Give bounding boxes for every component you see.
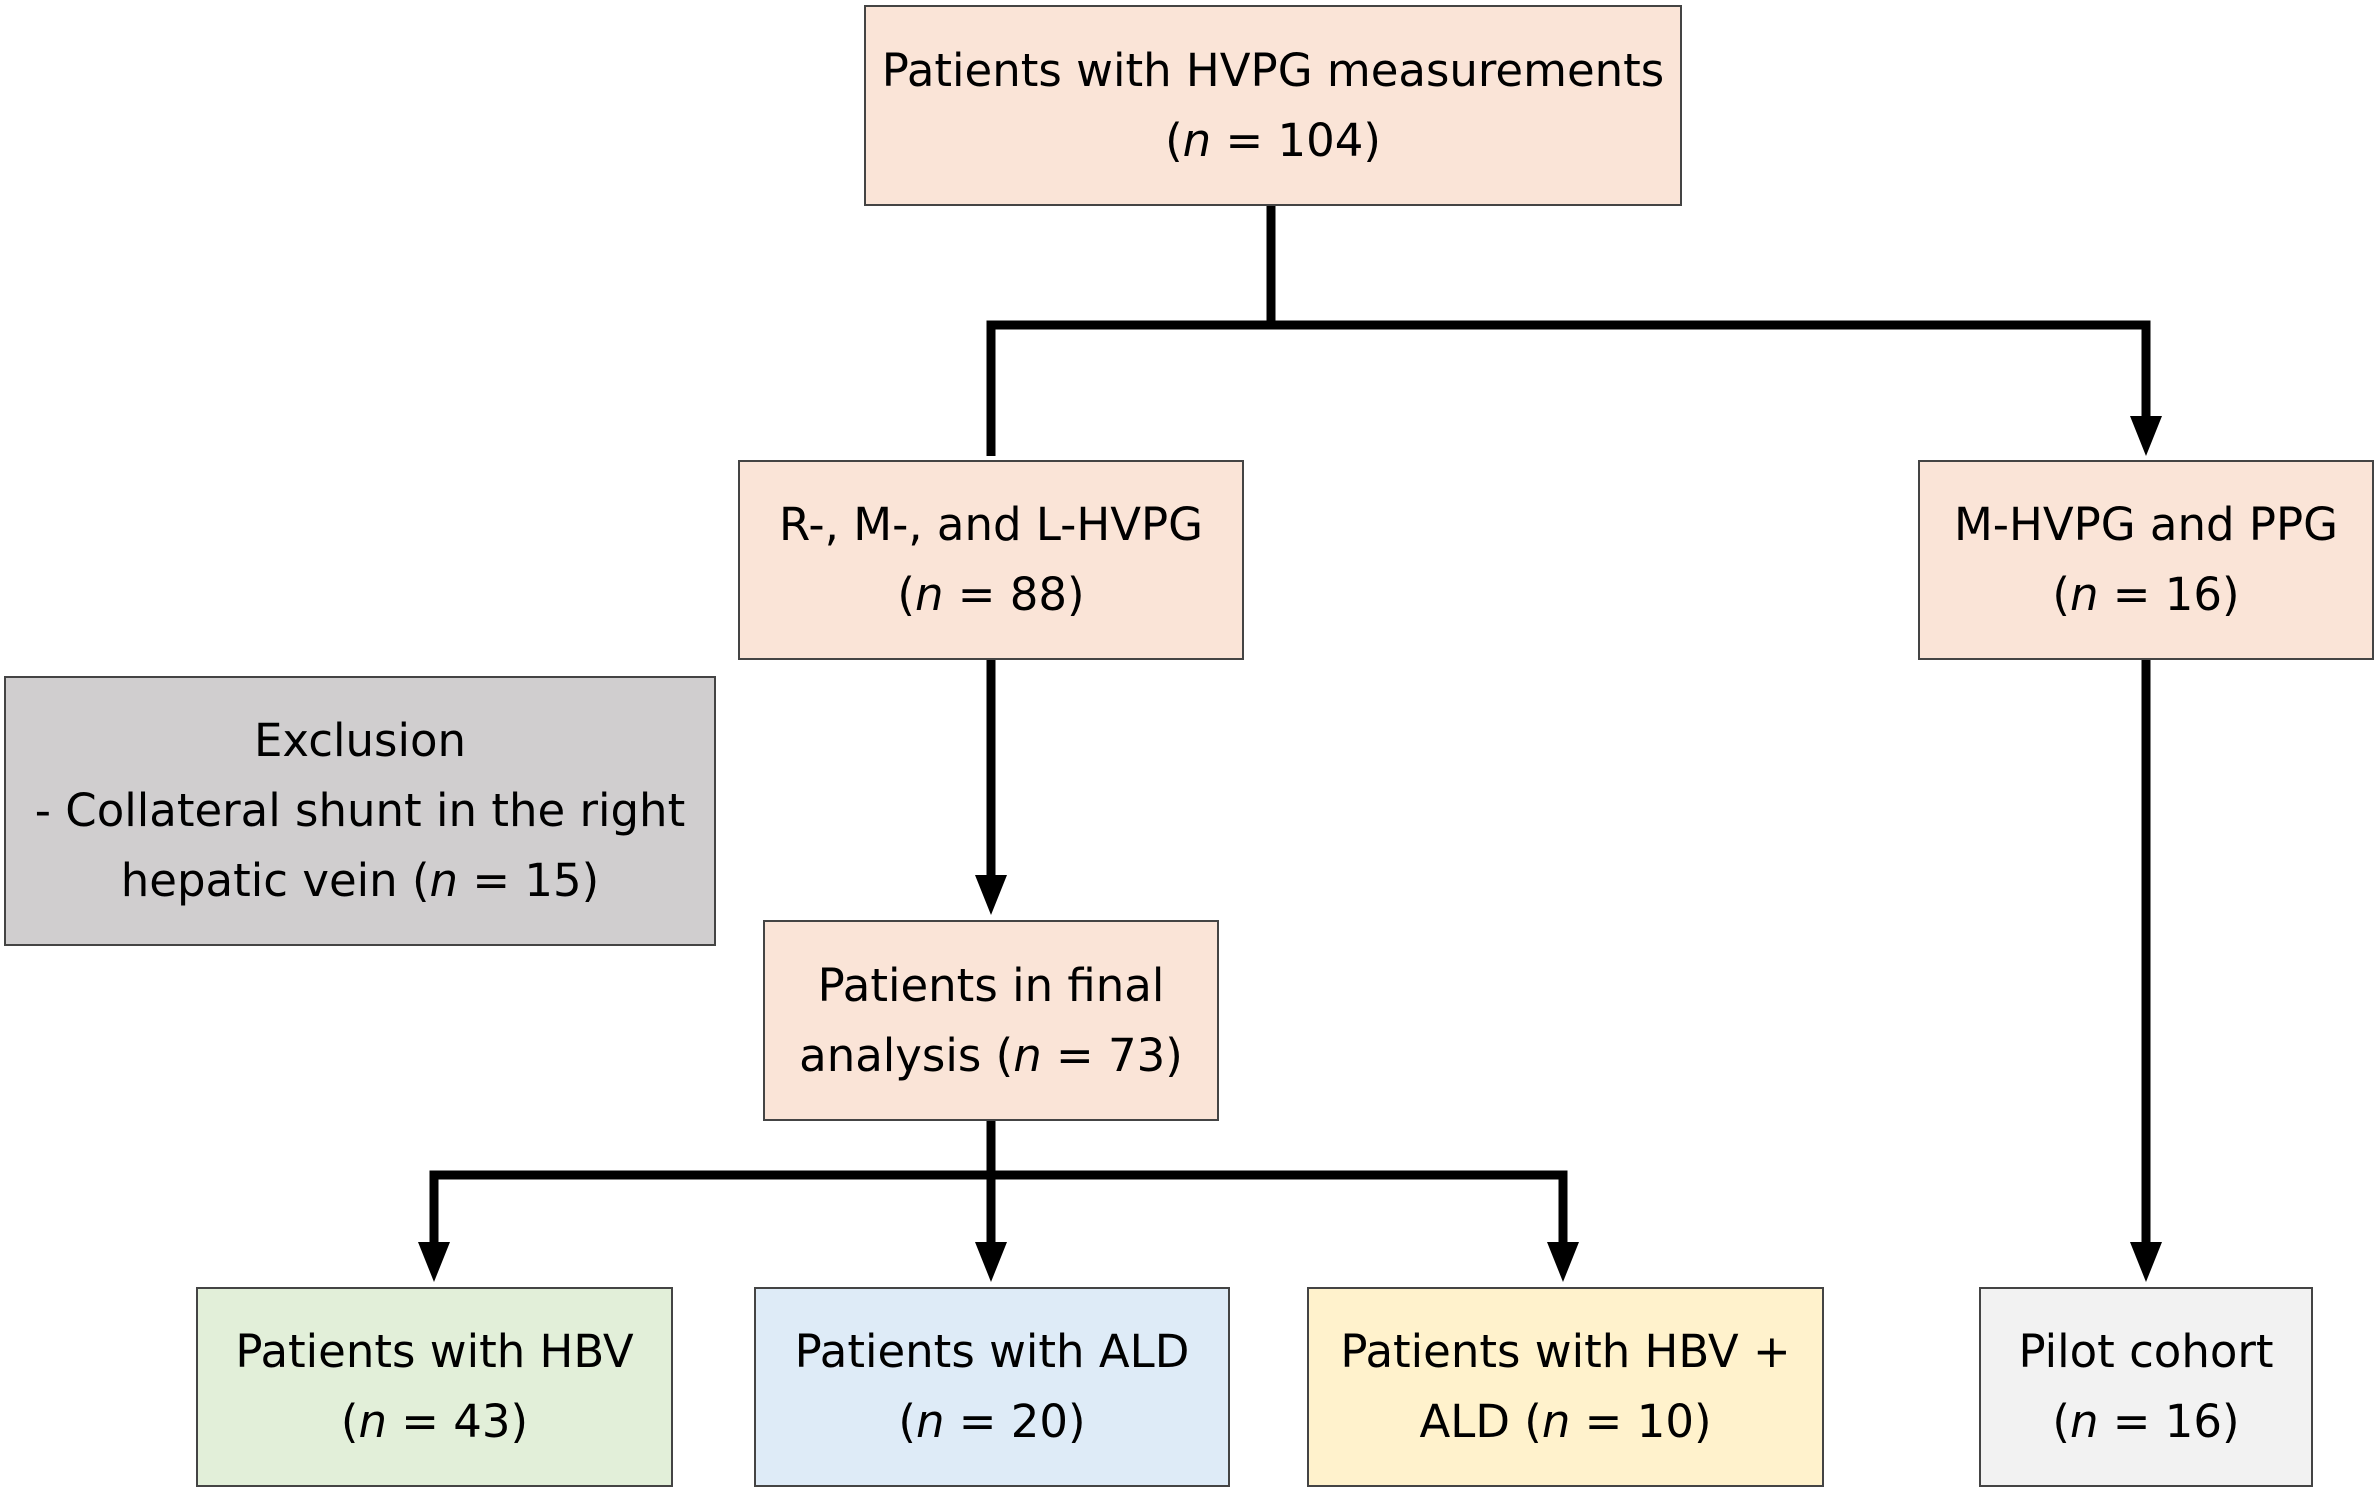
node-ald: Patients with ALD (n = 20)	[754, 1287, 1230, 1487]
node-final-analysis-label: Patients in final	[817, 958, 1165, 1012]
arrowhead-to-final	[975, 875, 1007, 915]
node-exclusion-count: hepatic vein (n = 15)	[120, 854, 600, 907]
node-pilot-cohort-count: (n = 16)	[2052, 1395, 2240, 1448]
node-rml-hvpg: R-, M-, and L-HVPG (n = 88)	[738, 460, 1244, 660]
node-all-patients: Patients with HVPG measurements (n = 104…	[864, 5, 1682, 206]
node-mhvpg-ppg: M-HVPG and PPG (n = 16)	[1918, 460, 2374, 660]
connector-bottom-split	[429, 1170, 1568, 1243]
node-all-patients-count: (n = 104)	[1165, 113, 1381, 167]
node-hbv-count: (n = 43)	[340, 1395, 529, 1448]
node-pilot-cohort-label: Pilot cohort	[2018, 1325, 2274, 1378]
arrowhead-to-hbv	[418, 1242, 450, 1282]
node-hbv-ald: Patients with HBV + ALD (n = 10)	[1307, 1287, 1824, 1487]
node-exclusion-title: Exclusion	[253, 714, 467, 767]
node-ald-label: Patients with ALD	[794, 1325, 1190, 1378]
arrowhead-to-hbv-ald	[1547, 1242, 1579, 1282]
node-ald-count: (n = 20)	[898, 1395, 1086, 1448]
node-pilot-cohort: Pilot cohort (n = 16)	[1979, 1287, 2313, 1487]
arrowhead-to-mhvpg	[2130, 416, 2162, 456]
node-rml-hvpg-label: R-, M-, and L-HVPG	[778, 498, 1204, 551]
node-final-analysis-count: analysis (n = 73)	[799, 1028, 1183, 1082]
arrowhead-to-pilot	[2130, 1242, 2162, 1282]
node-mhvpg-ppg-label: M-HVPG and PPG	[1953, 498, 2339, 551]
node-hbv: Patients with HBV (n = 43)	[196, 1287, 673, 1487]
node-hbv-ald-label: Patients with HBV +	[1340, 1325, 1791, 1378]
arrowhead-to-ald	[975, 1242, 1007, 1282]
connector-top-split-left	[986, 206, 1276, 456]
connector-top-split-right	[1271, 320, 2151, 417]
node-exclusion-reason: - Collateral shunt in the right	[34, 784, 686, 837]
node-exclusion: Exclusion - Collateral shunt in the righ…	[4, 676, 716, 946]
node-mhvpg-ppg-count: (n = 16)	[2052, 568, 2240, 621]
node-all-patients-label: Patients with HVPG measurements	[881, 43, 1665, 97]
node-hbv-ald-count: ALD (n = 10)	[1419, 1395, 1712, 1448]
node-rml-hvpg-count: (n = 88)	[897, 568, 1085, 621]
node-hbv-label: Patients with HBV	[235, 1325, 634, 1378]
node-final-analysis: Patients in final analysis (n = 73)	[763, 920, 1219, 1121]
